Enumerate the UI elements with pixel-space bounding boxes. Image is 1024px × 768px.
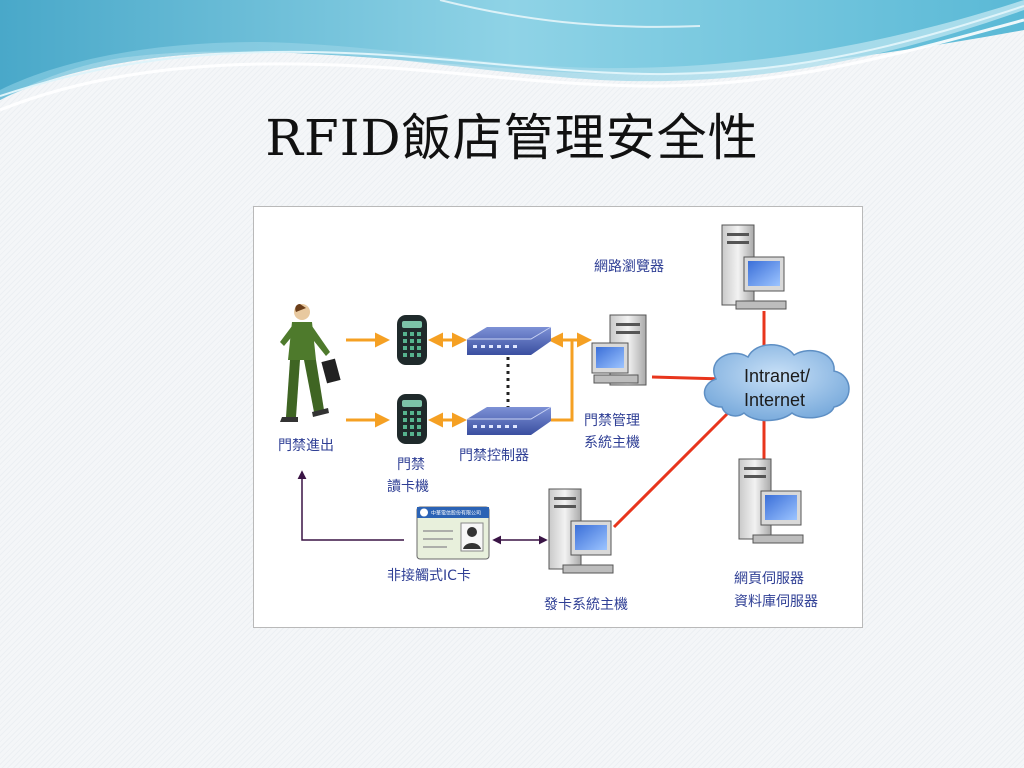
card-to-person-arrow <box>297 470 404 541</box>
orange-arrows <box>346 332 592 428</box>
access-host-label-line1: 門禁管理 <box>584 413 640 429</box>
web-server-label-line1: 網頁伺服器 <box>734 571 804 587</box>
cloud-icon: Intranet/ Internet <box>703 344 850 422</box>
access-host-label-line2: 系統主機 <box>584 435 640 451</box>
computer-icon <box>548 488 614 574</box>
computer-icon <box>721 224 787 310</box>
ic-card-icon: 中華電信股份有限公司 <box>416 506 490 560</box>
computer-icon <box>591 314 647 386</box>
header-waves <box>0 0 1024 112</box>
slide-title: RFID飯店管理安全性 <box>265 109 759 167</box>
cloud-label-line1: Intranet/ <box>744 366 810 386</box>
card-reader-icon <box>397 315 427 365</box>
controller-icon <box>467 406 552 435</box>
person-label: 門禁進出 <box>278 438 334 454</box>
web-server-label-line2: 資料庫伺服器 <box>734 593 818 610</box>
controller-icon <box>467 326 552 355</box>
system-diagram: Intranet/ Internet 中華電信股份有限公司 門禁進出 門禁 讀卡… <box>253 206 863 628</box>
reader-label-line2: 讀卡機 <box>387 479 429 495</box>
card-header: 中華電信股份有限公司 <box>431 510 481 517</box>
browser-label: 網路瀏覽器 <box>594 259 664 275</box>
card-reader-icon <box>397 394 427 444</box>
controller-label: 門禁控制器 <box>459 448 529 464</box>
computer-icon <box>738 458 804 544</box>
issuer-host-label: 發卡系統主機 <box>544 597 628 613</box>
reader-label-line1: 門禁 <box>397 457 425 473</box>
person-icon <box>280 304 341 422</box>
cloud-label-line2: Internet <box>744 390 805 410</box>
card-label: 非接觸式IC卡 <box>387 567 471 584</box>
